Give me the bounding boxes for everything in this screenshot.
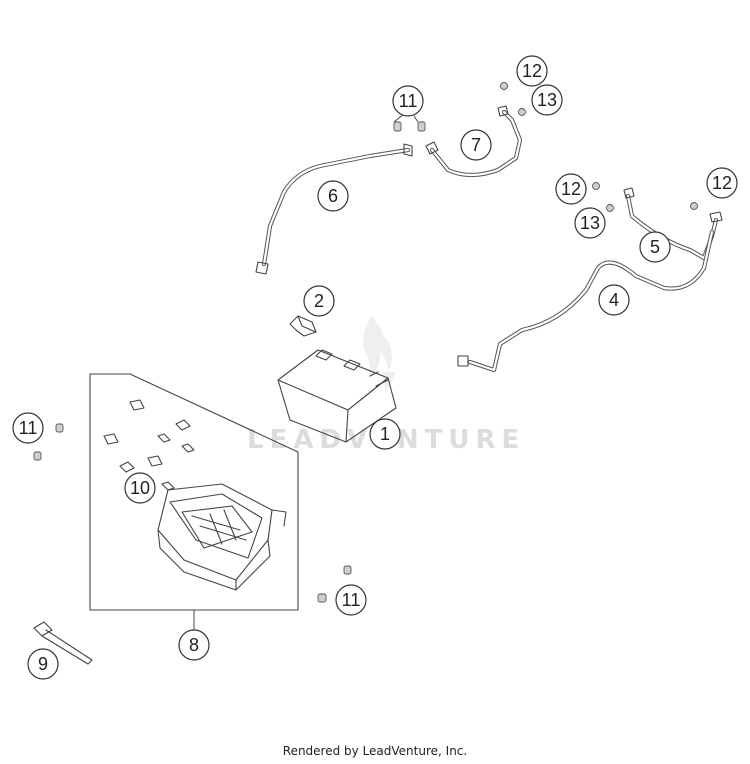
watermark-logo: [363, 316, 396, 394]
callout-12-right: 12: [706, 167, 738, 199]
svg-text:9: 9: [38, 654, 48, 674]
svg-text:1: 1: [380, 424, 390, 444]
svg-text:5: 5: [650, 237, 660, 257]
callout-13-top: 13: [531, 84, 563, 116]
callout-2: 2: [303, 285, 335, 317]
callout-12-top: 12: [516, 55, 548, 87]
svg-text:12: 12: [522, 61, 542, 81]
callout-12-mid: 12: [555, 173, 587, 205]
battery-strap: [33, 621, 93, 665]
battery: [277, 349, 397, 443]
svg-text:4: 4: [609, 290, 619, 310]
callout-10: 10: [124, 472, 156, 504]
svg-text:11: 11: [19, 418, 38, 438]
battery-terminal-cover: [289, 315, 317, 337]
svg-text:7: 7: [471, 135, 481, 155]
svg-text:12: 12: [561, 179, 581, 199]
svg-text:8: 8: [189, 635, 199, 655]
kit-frame-8: [89, 373, 299, 630]
callout-13-mid: 13: [574, 207, 606, 239]
footer-credit: Rendered by LeadVenture, Inc.: [282, 744, 468, 758]
callout-11-top: 11: [392, 85, 424, 117]
callout-5: 5: [639, 231, 671, 263]
svg-text:2: 2: [314, 291, 324, 311]
svg-text:12: 12: [712, 173, 732, 193]
callout-11-left: 11: [12, 412, 44, 444]
clips: [103, 399, 195, 491]
svg-text:13: 13: [580, 213, 600, 233]
battery-tray: [157, 483, 287, 591]
callout-4: 4: [598, 284, 630, 316]
callout-1: 1: [369, 418, 401, 450]
callout-6: 6: [317, 180, 349, 212]
hardware-screws: [33, 82, 698, 603]
svg-text:13: 13: [537, 90, 557, 110]
callout-8: 8: [178, 629, 210, 661]
cable-4: [457, 229, 715, 373]
cable-7: [425, 105, 523, 178]
callout-11-bottom: 11: [335, 584, 367, 616]
cable-6: [255, 143, 413, 275]
svg-text:11: 11: [342, 590, 361, 610]
svg-text:10: 10: [130, 478, 150, 498]
svg-text:6: 6: [328, 186, 338, 206]
svg-text:11: 11: [399, 91, 418, 111]
callout-9: 9: [27, 648, 59, 680]
callout-7: 7: [460, 129, 492, 161]
